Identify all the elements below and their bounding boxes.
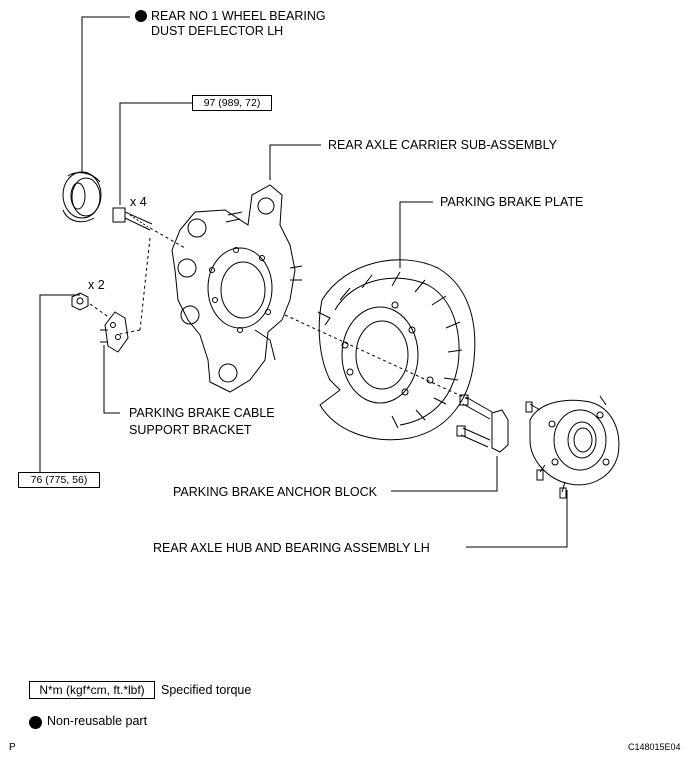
- hub-bearing-part: [525, 395, 620, 499]
- label-cable-bracket-line1: PARKING BRAKE CABLE: [129, 406, 275, 420]
- footer-left-code: P: [9, 742, 16, 753]
- label-carrier: REAR AXLE CARRIER SUB-ASSEMBLY: [328, 138, 558, 152]
- dust-deflector-part: [62, 171, 102, 223]
- label-hub-bearing: REAR AXLE HUB AND BEARING ASSEMBLY LH: [153, 541, 430, 555]
- nonreusable-dot-icon: [135, 10, 147, 22]
- legend-nonreusable-desc: Non-reusable part: [47, 714, 148, 728]
- leader-lines: [39, 16, 568, 548]
- torque-box-nut: 76 (775, 56): [18, 472, 100, 488]
- anchor-block-part: [456, 394, 509, 453]
- legend-nonreusable-icon: [29, 716, 42, 729]
- figure-id: C148015E04: [628, 742, 681, 752]
- label-brake-plate: PARKING BRAKE PLATE: [440, 195, 584, 209]
- assembly-axes: [89, 227, 471, 401]
- axle-carrier-part: [171, 184, 303, 393]
- bolt-part: [112, 207, 153, 231]
- torque-box-bolt: 97 (989, 72): [192, 95, 272, 111]
- cable-bracket-part: [100, 311, 129, 353]
- label-dust-deflector-line2: DUST DEFLECTOR LH: [151, 24, 284, 38]
- nut-part: [71, 292, 89, 311]
- label-cable-bracket-line2: SUPPORT BRACKET: [129, 423, 252, 437]
- label-nut-qty: x 2: [88, 278, 105, 292]
- label-anchor-block: PARKING BRAKE ANCHOR BLOCK: [173, 485, 377, 499]
- label-dust-deflector-line1: REAR NO 1 WHEEL BEARING: [151, 9, 326, 23]
- legend-torque-unit-box: N*m (kgf*cm, ft.*lbf): [29, 681, 155, 699]
- legend-torque-desc: Specified torque: [161, 683, 252, 697]
- brake-plate-part: [317, 259, 476, 441]
- label-bolt-qty: x 4: [130, 195, 147, 209]
